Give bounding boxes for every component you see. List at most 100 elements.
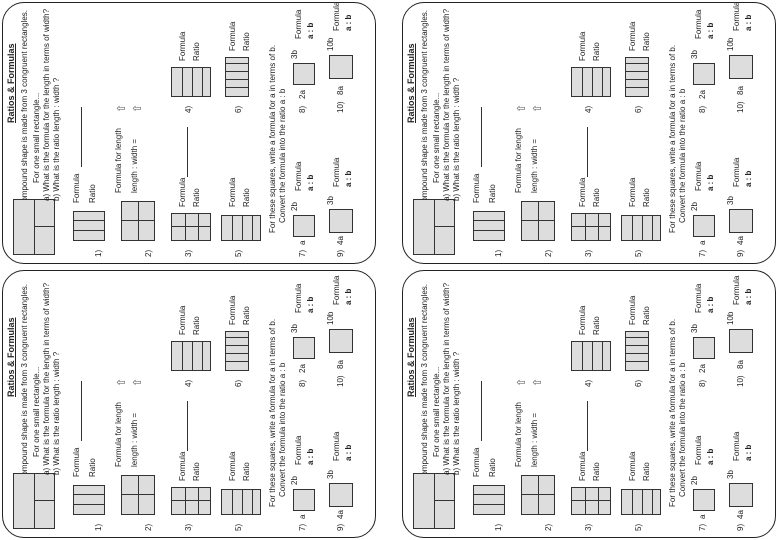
q3-number: 3) — [584, 249, 593, 257]
compound-shape — [413, 473, 455, 529]
q1-formula-answer-line[interactable] — [481, 107, 482, 167]
q5-shape — [221, 489, 261, 515]
q7-ab-label: a : b — [306, 174, 315, 191]
q2-number: 2) — [544, 523, 553, 531]
q10-ab-label: a : b — [344, 288, 353, 305]
q1-formula-label: Formula — [472, 173, 481, 203]
q6-number: 6) — [234, 379, 243, 387]
q5-number: 5) — [634, 249, 643, 257]
q3-answer-line[interactable] — [187, 401, 188, 451]
q9-number: 9) — [736, 249, 745, 257]
q10-formula-label: Formula — [332, 2, 341, 31]
q6-number: 6) — [634, 379, 643, 387]
q1-formula-answer-line[interactable] — [481, 381, 482, 441]
q1-ratio-label: Ratio — [88, 458, 97, 477]
q7-formula-label: Formula — [294, 161, 303, 191]
arrow-up-icon: ⇧ — [116, 103, 128, 113]
q6-number: 6) — [634, 105, 643, 113]
q7-side-b: 2b — [290, 202, 299, 211]
q6-ratio-label: Ratio — [242, 306, 251, 325]
q10-ab-label: a : b — [744, 14, 753, 31]
worksheet-title: Ratios & Formulas — [6, 317, 16, 397]
intro-text: This compound shape is made from 3 congr… — [420, 283, 429, 497]
q6-number: 6) — [234, 105, 243, 113]
q4-shape — [571, 341, 611, 371]
q6-shape — [225, 331, 249, 371]
q4-formula-label: Formula — [578, 31, 587, 61]
q5-number: 5) — [634, 523, 643, 531]
q10-side-a: 8a — [736, 86, 745, 95]
q8-side-b: 3b — [690, 324, 699, 333]
length-width-label: length : width = — [530, 412, 539, 467]
squares-instructions-2: Convert the formula into the ratio a : b — [278, 88, 287, 223]
q9-square — [329, 483, 353, 507]
q1-shape — [473, 211, 505, 241]
q2-shape — [121, 475, 155, 515]
arrow-up-icon: ⇧ — [132, 377, 144, 387]
q3-ratio-label: Ratio — [192, 462, 201, 481]
q1-shape — [73, 485, 105, 515]
q3-shape — [571, 213, 611, 241]
q7-ab-label: a : b — [706, 448, 715, 465]
squares-instructions: For these squares, write a formula for a… — [268, 318, 277, 507]
q10-side-a: 8a — [336, 86, 345, 95]
q8-number: 8) — [298, 379, 307, 387]
squares-instructions: For these squares, write a formula for a… — [268, 44, 277, 233]
q7-square — [293, 489, 315, 511]
q4-formula-label: Formula — [178, 31, 187, 61]
q8-ab-label: a : b — [306, 22, 315, 39]
q6-ratio-label: Ratio — [642, 306, 651, 325]
q7-formula-label: Formula — [294, 435, 303, 465]
worksheet-card-top-right: Ratios & Formulas This compound shape is… — [402, 2, 776, 264]
q8-number: 8) — [698, 105, 707, 113]
q3-number: 3) — [584, 523, 593, 531]
compound-shape — [413, 199, 455, 255]
q4-ratio-label: Ratio — [192, 316, 201, 335]
q4-shape — [171, 67, 211, 97]
q5-number: 5) — [234, 523, 243, 531]
q7-side-b: 2b — [690, 202, 699, 211]
q6-formula-label: Formula — [628, 295, 637, 325]
q7-side-a: a — [698, 514, 707, 519]
q10-side-a: 8a — [736, 360, 745, 369]
q9-square — [329, 209, 353, 233]
q3-shape — [171, 487, 211, 515]
q2-number: 2) — [544, 249, 553, 257]
q4-shape — [571, 67, 611, 97]
q9-number: 9) — [336, 523, 345, 531]
formula-for-length-label: Formula for length — [114, 402, 123, 467]
q9-square — [729, 483, 753, 507]
q1-number: 1) — [494, 523, 503, 531]
q7-formula-label: Formula — [694, 435, 703, 465]
q3-answer-line[interactable] — [587, 127, 588, 177]
q10-number: 10) — [736, 375, 745, 387]
question-b: b) What is the ratio length : width ? — [52, 77, 61, 201]
q8-side-b: 3b — [290, 50, 299, 59]
q3-shape — [171, 213, 211, 241]
q7-number: 7) — [698, 523, 707, 531]
q8-side-a: 2a — [698, 90, 707, 99]
q1-number: 1) — [94, 523, 103, 531]
question-b: b) What is the ratio length : width ? — [452, 77, 461, 201]
q4-ratio-label: Ratio — [192, 42, 201, 61]
q1-formula-answer-line[interactable] — [81, 107, 82, 167]
q1-formula-label: Formula — [472, 447, 481, 477]
q3-answer-line[interactable] — [187, 127, 188, 177]
q3-answer-line[interactable] — [587, 401, 588, 451]
q1-formula-answer-line[interactable] — [81, 381, 82, 441]
intro-text: This compound shape is made from 3 congr… — [20, 9, 29, 223]
q10-side-b: 10b — [726, 311, 735, 325]
sub-text: For one small rectangle... — [32, 366, 41, 457]
q8-ab-label: a : b — [306, 296, 315, 313]
q10-side-b: 10b — [326, 37, 335, 51]
q3-formula-label: Formula — [178, 177, 187, 207]
q8-ab-label: a : b — [706, 296, 715, 313]
q4-ratio-label: Ratio — [592, 42, 601, 61]
q8-side-b: 3b — [690, 50, 699, 59]
q1-number: 1) — [94, 249, 103, 257]
q3-shape — [571, 487, 611, 515]
squares-instructions-2: Convert the formula into the ratio a : b — [278, 362, 287, 497]
sub-text: For one small rectangle... — [32, 92, 41, 183]
q7-side-a: a — [698, 240, 707, 245]
q6-ratio-label: Ratio — [242, 32, 251, 51]
